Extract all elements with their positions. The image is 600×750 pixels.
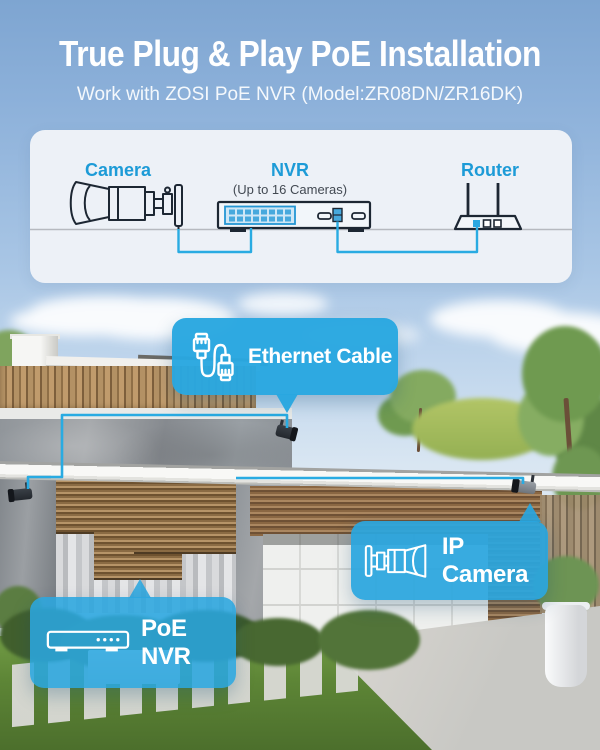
poe-nvr-label: PoE NVR xyxy=(140,614,191,670)
ip-camera-callout-pointer xyxy=(519,503,541,522)
page-title: True Plug & Play PoE Installation xyxy=(59,33,541,74)
diagram-nvr-label: NVR xyxy=(270,160,309,180)
diagram-cable-nvr-router xyxy=(336,221,479,254)
bullet-camera-icon xyxy=(69,181,183,229)
ethernet-callout-pointer xyxy=(276,394,298,413)
mounted-camera-right xyxy=(511,474,539,496)
shrub xyxy=(232,618,324,666)
camera-lens xyxy=(7,488,15,503)
bullet-camera-outline-icon xyxy=(364,543,427,578)
nvr-ports-icon xyxy=(216,200,372,232)
nvr-outline-icon xyxy=(46,630,130,651)
router-icon xyxy=(453,183,523,231)
connection-diagram-panel: Camera NVR (Up to 16 Cameras) Router xyxy=(30,130,572,283)
bamboo-blind xyxy=(134,478,236,554)
poe-nvr-callout: PoE NVR xyxy=(30,597,236,688)
willow-shrubs xyxy=(412,398,552,460)
page-subtitle: Work with ZOSI PoE NVR (Model:ZR08DN/ZR1… xyxy=(76,84,524,105)
ethernet-cable-icon xyxy=(192,332,234,381)
planter-pot xyxy=(545,605,587,687)
cloud xyxy=(30,296,180,326)
diagram-router-label: Router xyxy=(461,160,519,180)
diagram-drawing xyxy=(30,181,572,254)
diagram-nvr-capacity: (Up to 16 Cameras) xyxy=(232,182,348,197)
poe-port-grid xyxy=(229,209,291,222)
tree xyxy=(522,326,600,422)
mounted-camera-left xyxy=(5,481,37,504)
ethernet-cable-callout: Ethernet Cable xyxy=(172,318,398,395)
ip-camera-label: IP Camera xyxy=(441,532,529,588)
ethernet-cable-label: Ethernet Cable xyxy=(248,344,392,368)
cloud xyxy=(238,292,328,316)
diagram-cable-camera-nvr xyxy=(177,228,253,254)
shrub xyxy=(318,610,420,670)
poe-nvr-callout-pointer xyxy=(129,579,151,598)
camera-body xyxy=(11,487,33,501)
diagram-camera-label: Camera xyxy=(84,160,152,180)
ip-camera-callout: IP Camera xyxy=(351,521,548,600)
